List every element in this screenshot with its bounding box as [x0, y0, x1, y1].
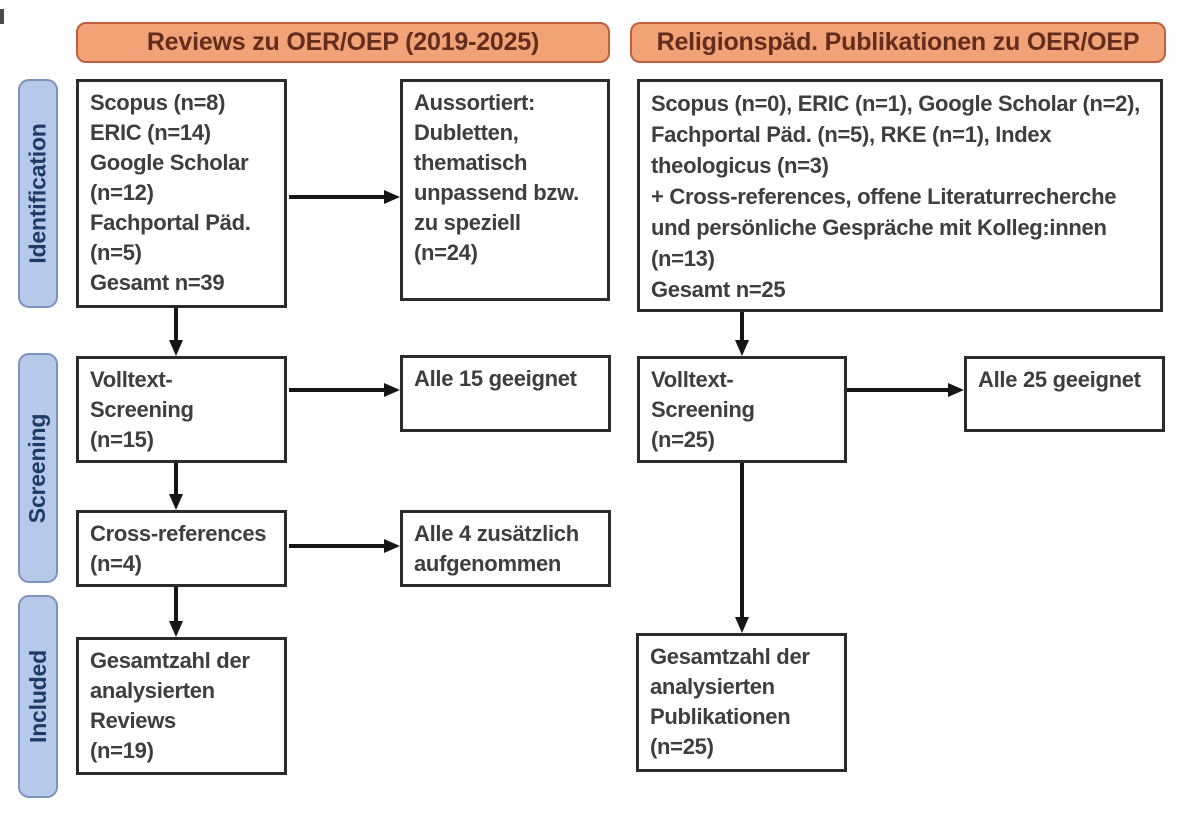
column-header-right-label: Religionspäd. Publikationen zu OER/OEP: [656, 28, 1140, 56]
stage-label-screening: Screening: [18, 353, 58, 583]
stage-label-identification-text: Identification: [24, 123, 51, 264]
arrow-left-fulltext-to-crossref: [169, 463, 183, 510]
box-left-excluded: Aussortiert: Dubletten, thematisch unpas…: [400, 79, 610, 301]
scan-artifact: [0, 9, 4, 24]
stage-label-included-text: Included: [24, 650, 51, 743]
stage-label-identification: Identification: [18, 79, 58, 308]
arrow-left-crossref-to-added: [289, 539, 400, 553]
box-right-fulltext-screening: Volltext- Screening (n=25): [637, 356, 847, 463]
arrow-right-fulltext-to-eligible: [847, 383, 964, 397]
arrow-right-sources-to-fulltext: [735, 312, 749, 356]
box-right-eligible: Alle 25 geeignet: [964, 356, 1165, 432]
box-right-sources: Scopus (n=0), ERIC (n=1), Google Scholar…: [637, 79, 1163, 312]
stage-label-screening-text: Screening: [24, 413, 51, 523]
box-left-fulltext-screening: Volltext- Screening (n=15): [76, 356, 287, 463]
arrow-left-sources-to-excluded: [289, 190, 400, 204]
column-header-left: Reviews zu OER/OEP (2019-2025): [76, 22, 610, 63]
column-header-left-label: Reviews zu OER/OEP (2019-2025): [146, 28, 540, 56]
box-left-crossref: Cross-references (n=4): [76, 510, 287, 587]
arrow-left-sources-to-fulltext: [169, 308, 183, 356]
stage-label-included: Included: [18, 595, 58, 798]
arrow-right-fulltext-to-included: [735, 463, 749, 633]
box-left-eligible: Alle 15 geeignet: [400, 355, 611, 432]
box-left-included-total: Gesamtzahl der analysierten Reviews (n=1…: [76, 637, 287, 775]
column-header-right: Religionspäd. Publikationen zu OER/OEP: [630, 22, 1166, 63]
box-left-added: Alle 4 zusätzlich aufgenommen: [400, 510, 611, 587]
box-left-sources: Scopus (n=8) ERIC (n=14) Google Scholar …: [76, 79, 287, 308]
arrow-left-crossref-to-included: [169, 587, 183, 637]
box-right-included-total: Gesamtzahl der analysierten Publikatione…: [636, 633, 847, 772]
arrow-left-fulltext-to-eligible: [289, 383, 400, 397]
